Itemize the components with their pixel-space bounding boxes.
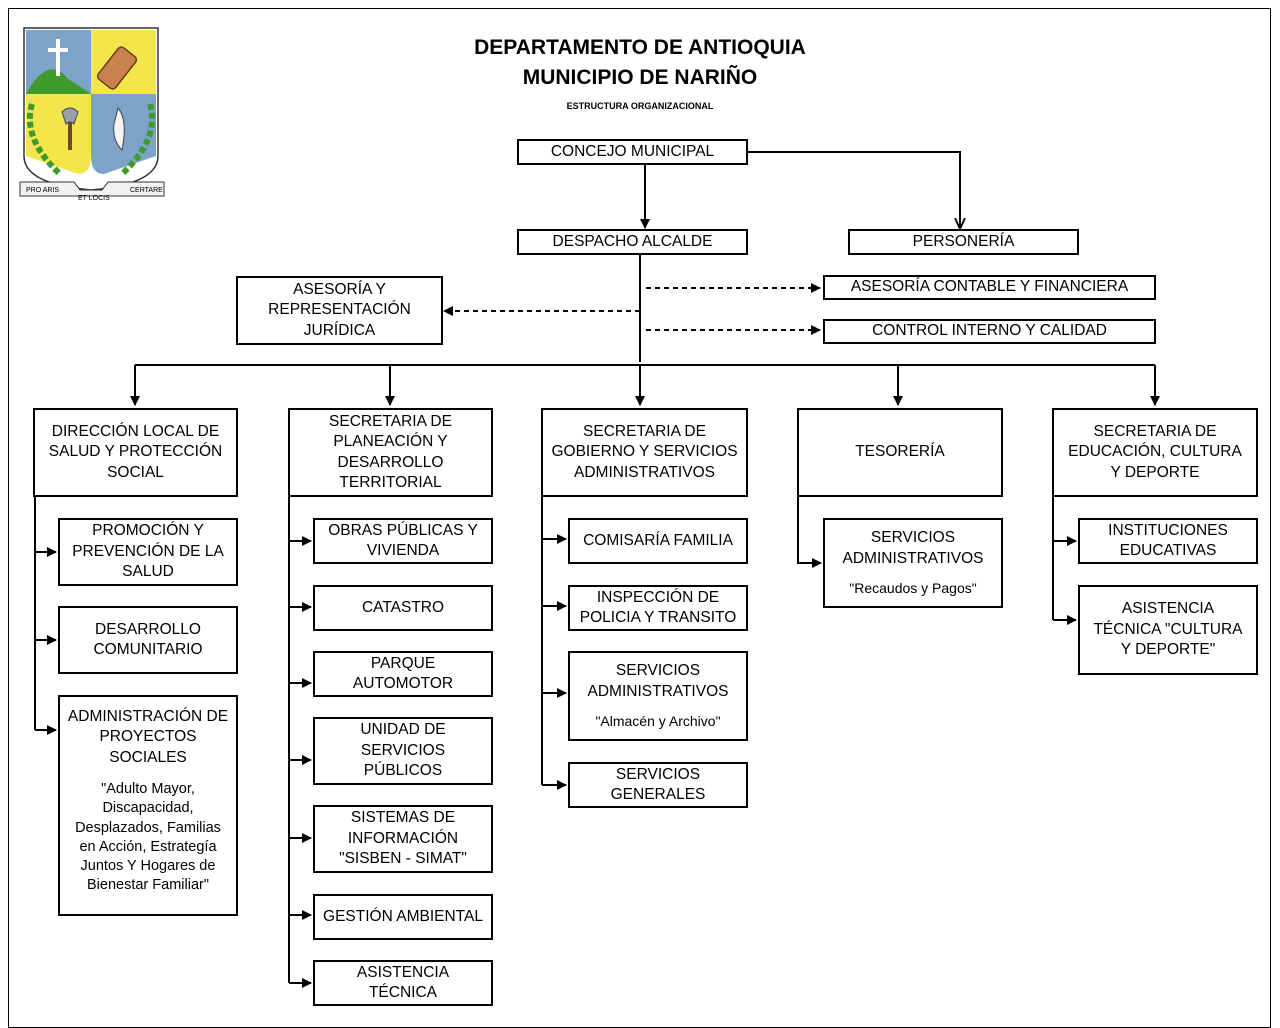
almacen-archivo-note: "Almacén y Archivo" [595, 713, 721, 730]
node-servicios-administrativos-tesoreria: SERVICIOS ADMINISTRATIVOS "Recaudos y Pa… [823, 518, 1003, 608]
motto-right: CERTARE [130, 187, 163, 194]
chart-subtitle: ESTRUCTURA ORGANIZACIONAL [566, 101, 714, 111]
node-instituciones-educativas: INSTITUCIONES EDUCATIVAS [1078, 518, 1258, 564]
node-servicios-publicos: UNIDAD DE SERVICIOS PÚBLICOS [313, 717, 493, 785]
node-catastro: CATASTRO [313, 585, 493, 631]
node-secretaria-educacion: SECRETARIA DE EDUCACIÓN, CULTURA Y DEPOR… [1052, 408, 1258, 497]
node-sistemas-informacion: SISTEMAS DE INFORMACIÓN "SISBEN - SIMAT" [313, 805, 493, 873]
node-concejo-municipal: CONCEJO MUNICIPAL [517, 139, 748, 165]
proyectos-sociales-note: "Adulto Mayor, Discapacidad, Desplazados… [75, 781, 221, 893]
node-direccion-salud: DIRECCIÓN LOCAL DE SALUD Y PROTECCIÓN SO… [33, 408, 238, 497]
node-control-interno: CONTROL INTERNO Y CALIDAD [823, 319, 1156, 344]
node-asistencia-cultura-deporte: ASISTENCIA TÉCNICA "CULTURA Y DEPORTE" [1078, 585, 1258, 675]
node-asesoria-juridica: ASESORÍA Y REPRESENTACIÓN JURÍDICA [236, 276, 443, 345]
node-promocion-salud: PROMOCIÓN Y PREVENCIÓN DE LA SALUD [58, 518, 238, 586]
municipal-coat-of-arms: PRO ARIS CERTARE ET LOCIS [19, 27, 165, 202]
node-comisaria-familia: COMISARÍA FAMILIA [568, 518, 748, 564]
node-servicios-generales: SERVICIOS GENERALES [568, 762, 748, 808]
node-inspeccion-policia: INSPECCIÓN DE POLICIA Y TRANSITO [568, 585, 748, 631]
node-personeria: PERSONERÍA [848, 229, 1079, 255]
node-parque-automotor: PARQUE AUTOMOTOR [313, 651, 493, 697]
node-obras-publicas: OBRAS PÚBLICAS Y VIVIENDA [313, 518, 493, 564]
node-gestion-ambiental: GESTIÓN AMBIENTAL [313, 894, 493, 940]
node-secretaria-planeacion: SECRETARIA DE PLANEACIÓN Y DESARROLLO TE… [288, 408, 493, 497]
node-desarrollo-comunitario: DESARROLLO COMUNITARIO [58, 606, 238, 674]
motto-bottom: ET LOCIS [78, 195, 110, 202]
node-secretaria-gobierno: SECRETARIA DE GOBIERNO Y SERVICIOS ADMIN… [541, 408, 748, 497]
node-proyectos-sociales: ADMINISTRACIÓN DE PROYECTOS SOCIALES "Ad… [58, 695, 238, 916]
node-tesoreria: TESORERÍA [797, 408, 1003, 497]
motto-left: PRO ARIS [26, 187, 59, 194]
node-asistencia-tecnica: ASISTENCIA TÉCNICA [313, 960, 493, 1006]
municipality-title: MUNICIPIO DE NARIÑO [522, 66, 758, 89]
department-title: DEPARTAMENTO DE ANTIOQUIA [474, 36, 806, 59]
node-despacho-alcalde: DESPACHO ALCALDE [517, 229, 748, 255]
recaudos-pagos-note: "Recaudos y Pagos" [849, 580, 977, 597]
node-servicios-administrativos-gobierno: SERVICIOS ADMINISTRATIVOS "Almacén y Arc… [568, 651, 748, 741]
node-asesoria-contable: ASESORÍA CONTABLE Y FINANCIERA [823, 275, 1156, 300]
